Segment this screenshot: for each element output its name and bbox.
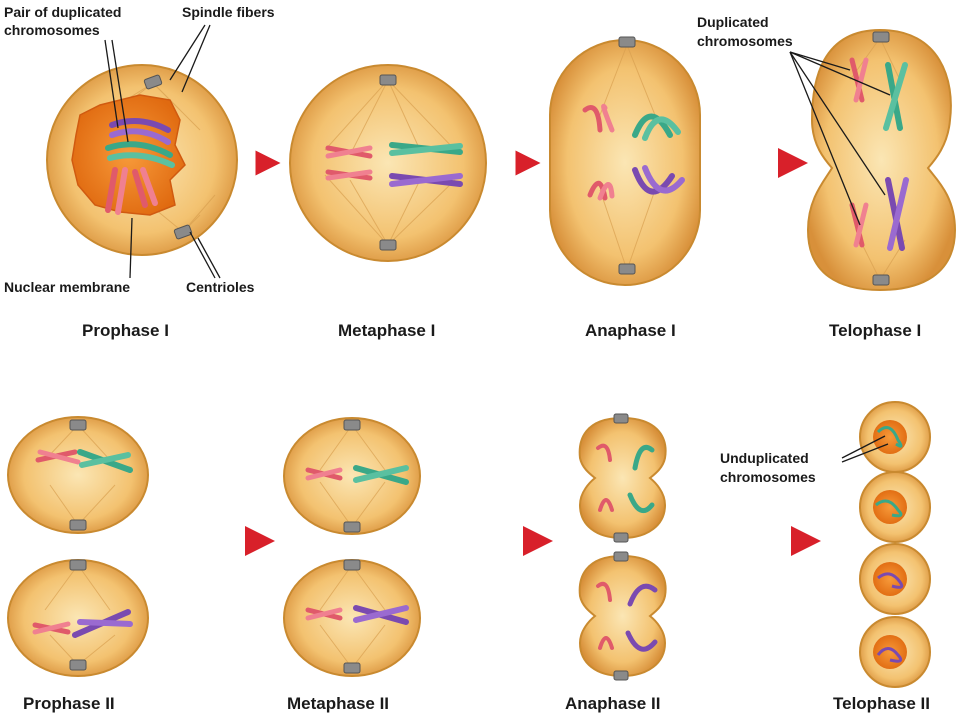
centriole-icon — [343, 521, 361, 533]
centriole-icon — [872, 31, 890, 43]
centriole-icon — [379, 74, 397, 86]
telophase-2-annotation: Unduplicated chromosomes — [720, 435, 889, 485]
prophase-1-annotations: Pair of duplicated chromosomes Spindle f… — [4, 4, 275, 295]
centriole-icon — [613, 532, 629, 543]
annotation-dup-line1: Duplicated — [697, 14, 769, 30]
telophase-1-cell — [806, 28, 957, 292]
telophase-2-cells — [859, 401, 931, 688]
centriole-icon — [143, 74, 163, 90]
stage-label-anaphase-2: Anaphase II — [565, 694, 660, 713]
annotation-spindle-fibers: Spindle fibers — [182, 4, 275, 20]
annotation-nuclear-membrane: Nuclear membrane — [4, 279, 130, 295]
centriole-icon — [69, 519, 87, 531]
centriole-icon — [613, 670, 629, 681]
centriole-icon — [379, 239, 397, 251]
stage-label-prophase-2: Prophase II — [23, 694, 115, 713]
centriole-icon — [343, 662, 361, 674]
anaphase-1-cell — [549, 36, 701, 286]
stage-label-telophase-2: Telophase II — [833, 694, 930, 713]
centriole-icon — [69, 419, 87, 431]
centriole-icon — [69, 659, 87, 671]
annotation-pair-line1: Pair of duplicated — [4, 4, 121, 20]
telophase-1-annotation: Duplicated chromosomes — [697, 14, 891, 226]
stage-label-prophase-1: Prophase I — [82, 321, 169, 340]
prophase-1-chromosomes — [105, 118, 175, 215]
metaphase-1-cell — [289, 64, 487, 262]
annotation-centrioles: Centrioles — [186, 279, 255, 295]
annotation-undup-line1: Unduplicated — [720, 450, 809, 466]
centriole-icon — [69, 559, 87, 571]
stage-label-telophase-1: Telophase I — [829, 321, 921, 340]
centriole-icon — [343, 419, 361, 431]
annotation-pair-line2: chromosomes — [4, 22, 100, 38]
prophase-1-cell — [46, 64, 238, 256]
anaphase-2-cells — [578, 413, 667, 681]
stage-label-metaphase-2: Metaphase II — [287, 694, 389, 713]
prophase-2-cells — [7, 416, 149, 677]
annotation-dup-line2: chromosomes — [697, 33, 793, 49]
centriole-icon — [872, 274, 890, 286]
stage-label-anaphase-1: Anaphase I — [585, 321, 676, 340]
centriole-icon — [618, 36, 636, 48]
centriole-icon — [343, 559, 361, 571]
annotation-undup-line2: chromosomes — [720, 469, 816, 485]
centriole-icon — [173, 224, 193, 240]
centriole-icon — [618, 263, 636, 275]
metaphase-2-cells — [283, 417, 421, 677]
centriole-icon — [613, 413, 629, 424]
stage-label-metaphase-1: Metaphase I — [338, 321, 435, 340]
centriole-icon — [613, 551, 629, 562]
